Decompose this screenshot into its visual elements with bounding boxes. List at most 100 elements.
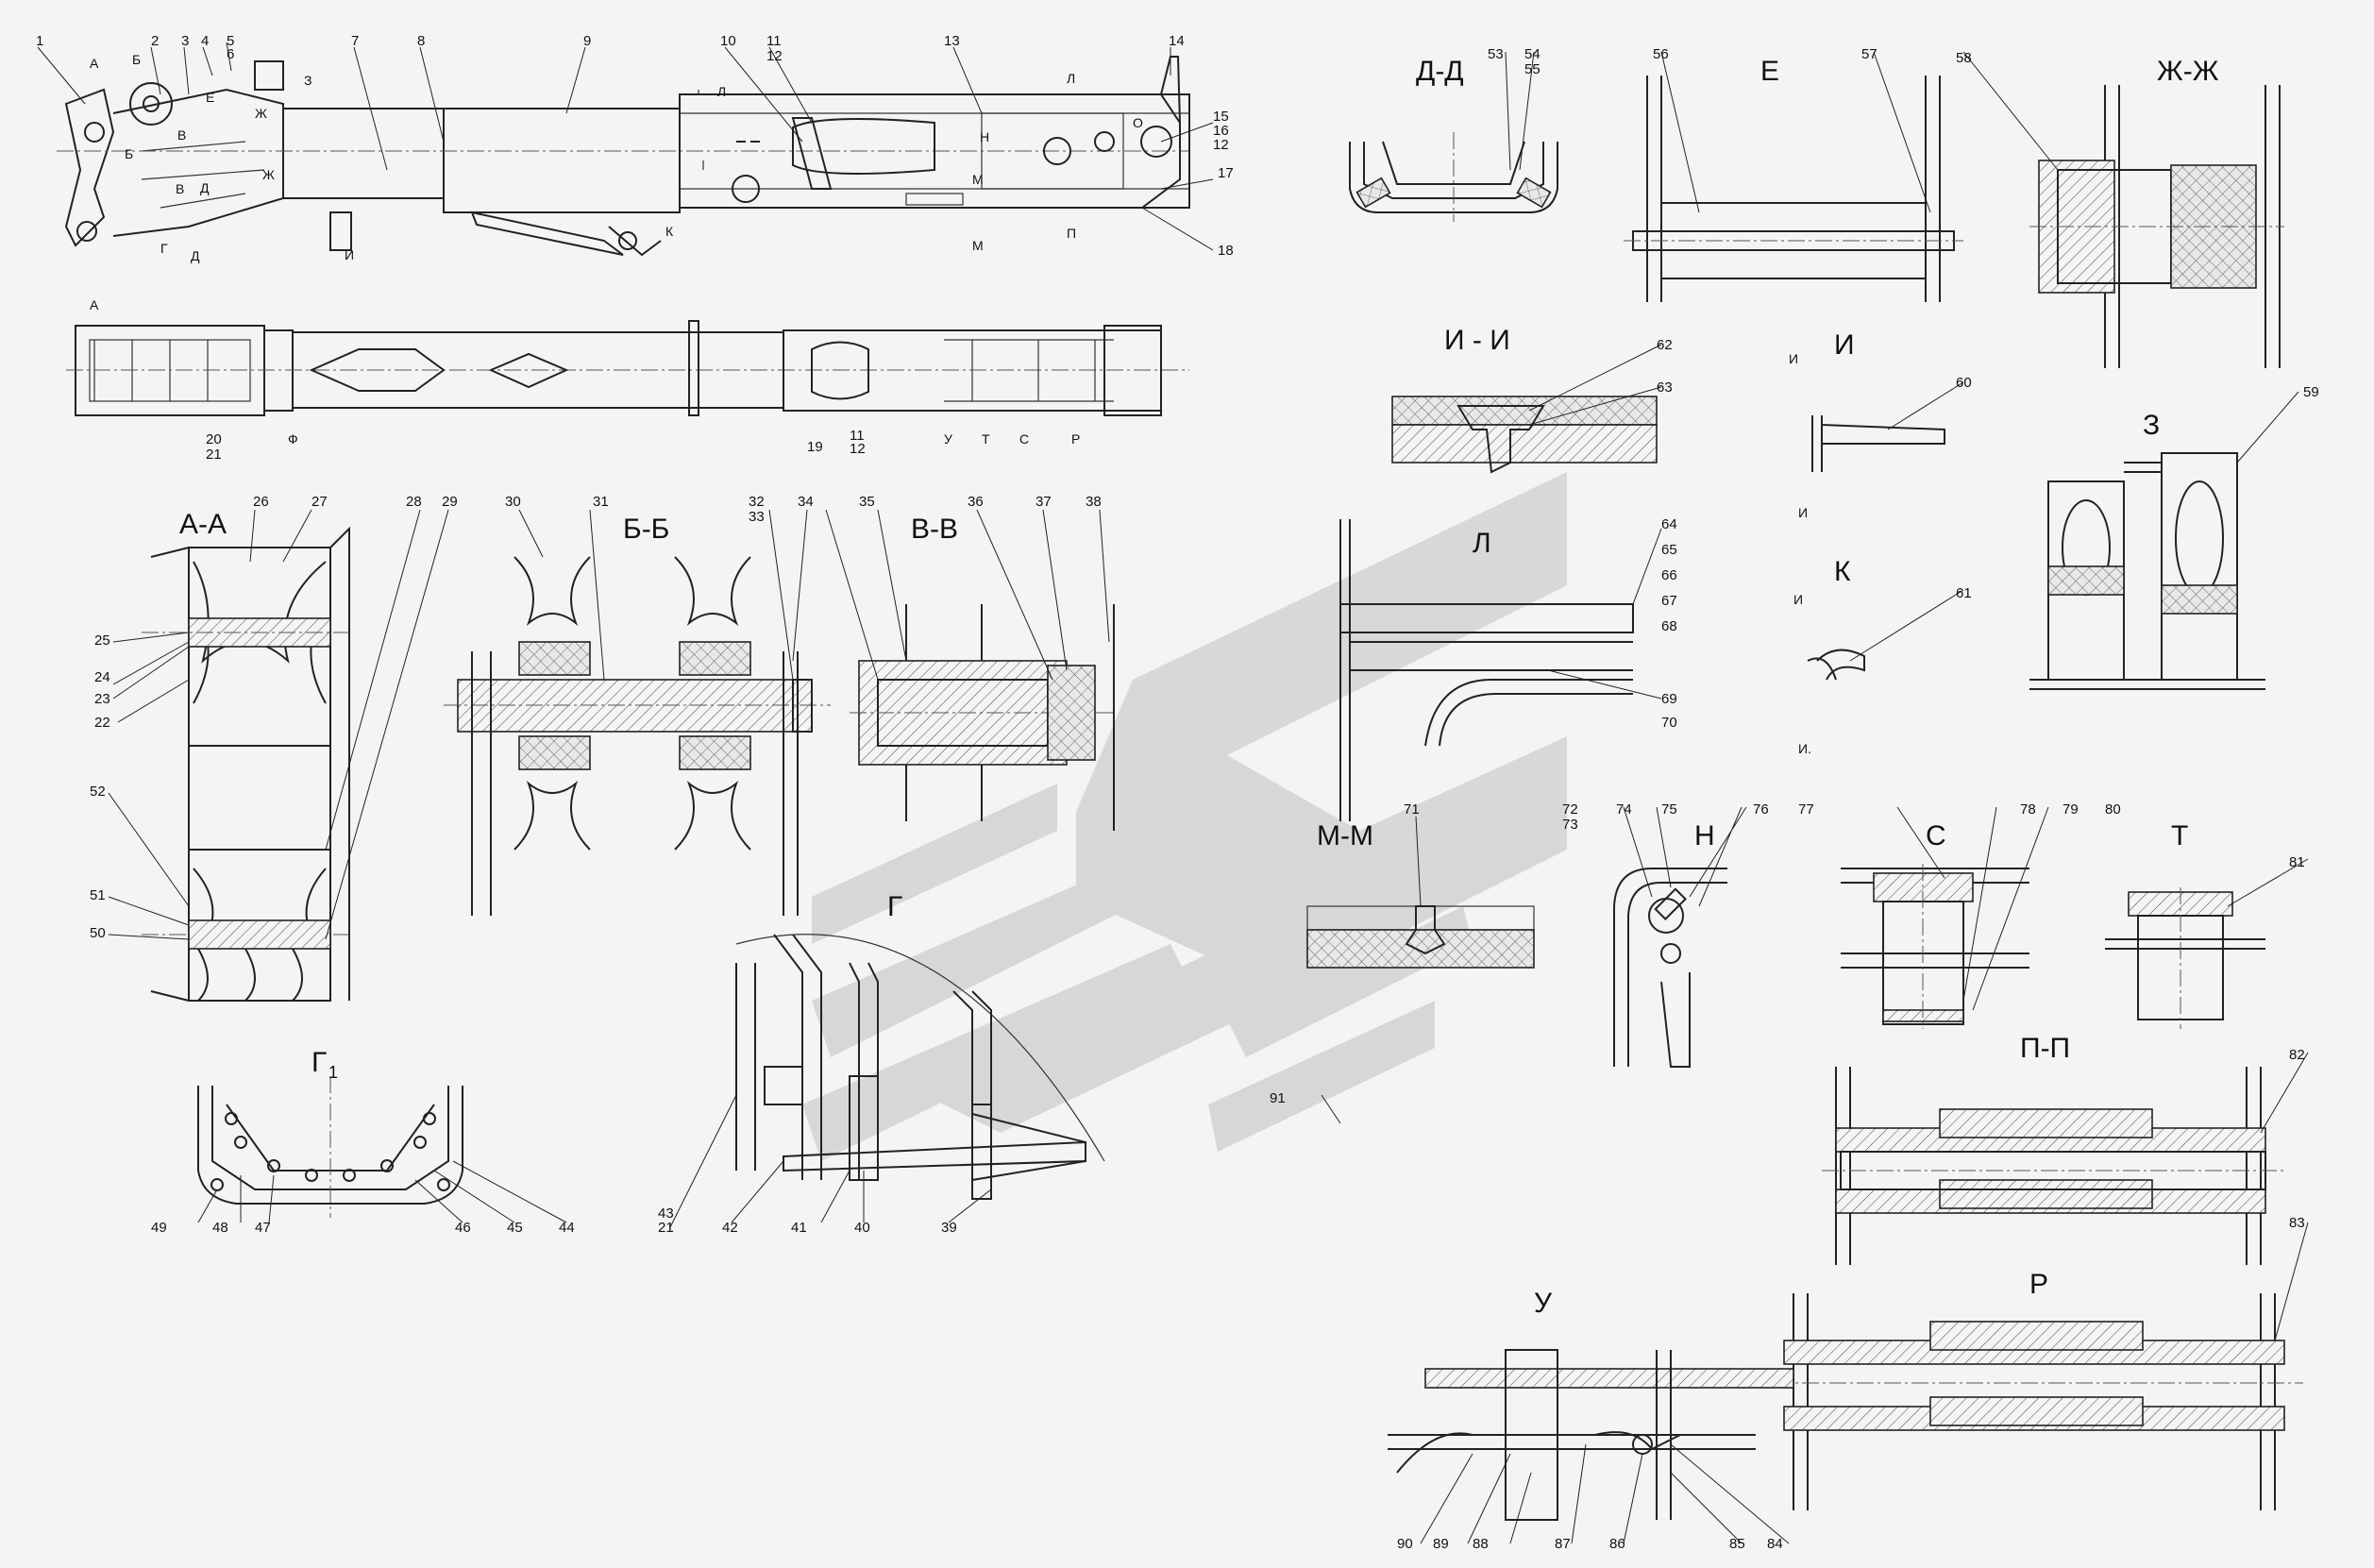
view-l (1339, 519, 1634, 821)
callout-78: 78 (2020, 801, 2036, 818)
view-titles: А-А Б-Б В-В Г Г 1 Д-Д Е Ж-Ж И - И И З Л … (179, 56, 2219, 1319)
callout-70: 70 (1661, 715, 1677, 731)
callout-68: 68 (1661, 618, 1677, 634)
title-bb: Б-Б (623, 514, 669, 545)
callout-83: 83 (2289, 1215, 2305, 1231)
callout-24: 24 (94, 669, 110, 685)
mark-i1-k: И (1793, 592, 1803, 607)
detail-g1 (197, 1076, 463, 1218)
callout-58: 58 (1956, 50, 1972, 66)
mark-g: Г (160, 241, 168, 256)
mark-d-upper: Д (200, 180, 210, 195)
mark-b: Б (132, 52, 141, 67)
mark-b-lower: Б (125, 146, 133, 161)
section-i1i1 (1391, 396, 1658, 474)
callout-90: 90 (1397, 1536, 1413, 1552)
callout-53: 53 (1488, 46, 1504, 62)
callout-20: 20 (206, 431, 222, 447)
callout-45: 45 (507, 1220, 523, 1236)
leader-lines (37, 42, 2309, 1544)
view-n (1613, 868, 1727, 1068)
section-r (1775, 1293, 2303, 1510)
section-vv (850, 604, 1115, 831)
callout-28: 28 (406, 494, 422, 510)
callout-27: 27 (311, 494, 328, 510)
title-i1i1: И - И (1444, 325, 1510, 356)
callout-48: 48 (212, 1220, 228, 1236)
bolt-circles (210, 1112, 450, 1191)
view-k (1807, 649, 1865, 681)
mark-r: Р (1071, 431, 1080, 447)
mark-o: О (1133, 115, 1143, 130)
callout-89: 89 (1433, 1536, 1449, 1552)
callout-52: 52 (90, 784, 106, 800)
boom-top-view (66, 320, 1189, 416)
callout-75: 75 (1661, 801, 1677, 818)
watermark-logo-icon (802, 472, 1567, 1161)
callout-3: 3 (181, 33, 189, 49)
callout-15: 15 (1213, 109, 1229, 125)
callout-41: 41 (791, 1220, 807, 1236)
mark-i-dot: И. (1798, 741, 1811, 756)
callout-1: 1 (36, 33, 43, 49)
mark-u: У (944, 431, 952, 447)
boom-side-view (57, 56, 1190, 257)
callout-22: 22 (94, 715, 110, 731)
title-e: Е (1760, 56, 1779, 87)
view-e (1624, 76, 1963, 302)
callout-56: 56 (1653, 46, 1669, 62)
callout-82: 82 (2289, 1047, 2305, 1063)
callout-21b: 21 (658, 1220, 674, 1236)
view-t (2105, 887, 2265, 1029)
callout-67: 67 (1661, 593, 1677, 609)
callout-32: 32 (749, 494, 765, 510)
title-g1: Г (311, 1047, 327, 1078)
callout-81: 81 (2289, 854, 2305, 870)
callout-12b: 12 (1213, 137, 1229, 153)
title-z: З (2143, 410, 2160, 441)
callout-76: 76 (1753, 801, 1769, 818)
callout-77: 77 (1798, 801, 1814, 818)
mark-l-right: Л (1067, 71, 1075, 86)
title-s: С (1926, 820, 1946, 851)
callout-47: 47 (255, 1220, 271, 1236)
view-z (2029, 452, 2265, 690)
callout-42: 42 (722, 1220, 738, 1236)
title-pp: П-П (2020, 1033, 2070, 1064)
callout-43: 43 (658, 1206, 674, 1222)
mark-k: К (665, 224, 674, 239)
callout-54: 54 (1524, 46, 1541, 62)
callout-10: 10 (720, 33, 736, 49)
section-aa (142, 526, 350, 1002)
callout-4: 4 (201, 33, 209, 49)
callout-11b: 11 (850, 428, 865, 444)
mark-v: В (177, 127, 186, 143)
callout-59: 59 (2303, 384, 2319, 400)
title-i: И (1834, 329, 1855, 361)
callout-19: 19 (807, 439, 823, 455)
mark-t: Т (982, 431, 990, 447)
view-i (1811, 415, 1945, 472)
mark-i1-bottom: И (1798, 505, 1808, 520)
callout-26: 26 (253, 494, 269, 510)
title-zhzh: Ж-Ж (2157, 56, 2219, 87)
mark-z: З (304, 73, 311, 88)
section-bb (444, 556, 831, 916)
title-aa: А-А (179, 509, 227, 540)
mark-d: Д (191, 248, 200, 263)
view-u (1388, 1349, 1794, 1521)
callout-85: 85 (1729, 1536, 1745, 1552)
callout-73: 73 (1562, 817, 1578, 833)
callout-49: 49 (151, 1220, 167, 1236)
callout-87: 87 (1555, 1536, 1571, 1552)
callout-66: 66 (1661, 567, 1677, 583)
title-vv: В-В (911, 514, 958, 545)
section-dd (1349, 132, 1558, 222)
mark-p: П (1067, 226, 1076, 241)
mark-a-bottom: А (90, 297, 99, 312)
mark-e: Е (206, 90, 214, 105)
callout-5: 5 (227, 33, 234, 49)
mark-m-mid: М (972, 172, 984, 187)
callout-16: 16 (1213, 123, 1229, 139)
